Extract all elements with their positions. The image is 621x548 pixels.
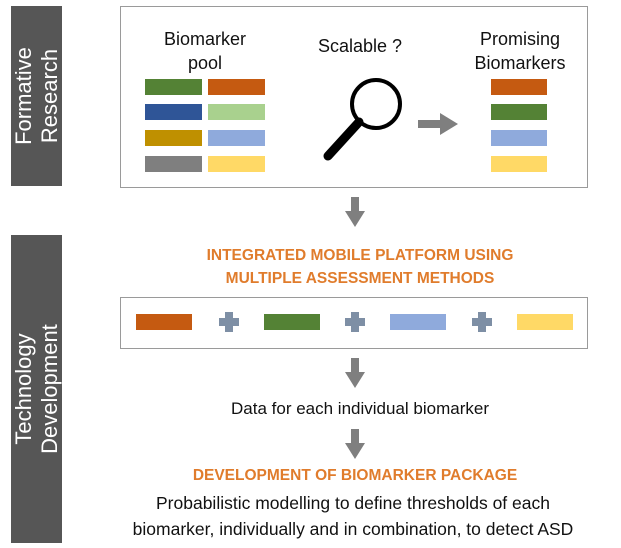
promising-swatch-yellow (491, 156, 547, 172)
formative-research-bar (11, 6, 62, 186)
scalable-label: Scalable ? (317, 36, 403, 56)
plus-icon (219, 312, 239, 332)
data-label: Data for each individual biomarker (231, 399, 489, 418)
arrow-right-icon (418, 113, 458, 135)
formative-research-label: Formative Research (11, 47, 62, 145)
pool-swatch-light-blue (208, 130, 265, 146)
promising-swatch-green (491, 104, 547, 120)
biomarker-pool-label: Biomarker pool (163, 29, 247, 73)
platform-swatch-green (264, 314, 320, 330)
platform-heading: INTEGRATED MOBILE PLATFORM USING MULTIPL… (206, 247, 514, 287)
arrow-down-icon (345, 358, 365, 388)
pool-swatch-gray (145, 156, 202, 172)
pool-swatch-green (145, 79, 202, 95)
technology-development-label: Technology Development (11, 324, 62, 454)
magnifying-glass-icon (323, 78, 402, 161)
arrow-down-icon (345, 197, 365, 227)
platform-swatch-orange (136, 314, 192, 330)
pool-swatch-yellow (208, 156, 265, 172)
plus-icon (345, 312, 365, 332)
pool-swatch-light-green (208, 104, 265, 120)
package-description: Probabilistic modelling to define thresh… (132, 493, 574, 539)
platform-swatch-light-blue (390, 314, 446, 330)
promising-swatch-orange (491, 79, 547, 95)
promising-swatch-light-blue (491, 130, 547, 146)
platform-swatch-yellow (517, 314, 573, 330)
technology-development-bar (11, 235, 62, 543)
plus-icon (472, 312, 492, 332)
pool-swatch-orange (208, 79, 265, 95)
pool-swatch-gold (145, 130, 202, 146)
pool-swatch-blue (145, 104, 202, 120)
arrow-down-icon (345, 429, 365, 459)
promising-biomarkers-label: Promising Biomarkers (474, 29, 566, 73)
package-heading: DEVELOPMENT OF BIOMARKER PACKAGE (192, 467, 518, 484)
